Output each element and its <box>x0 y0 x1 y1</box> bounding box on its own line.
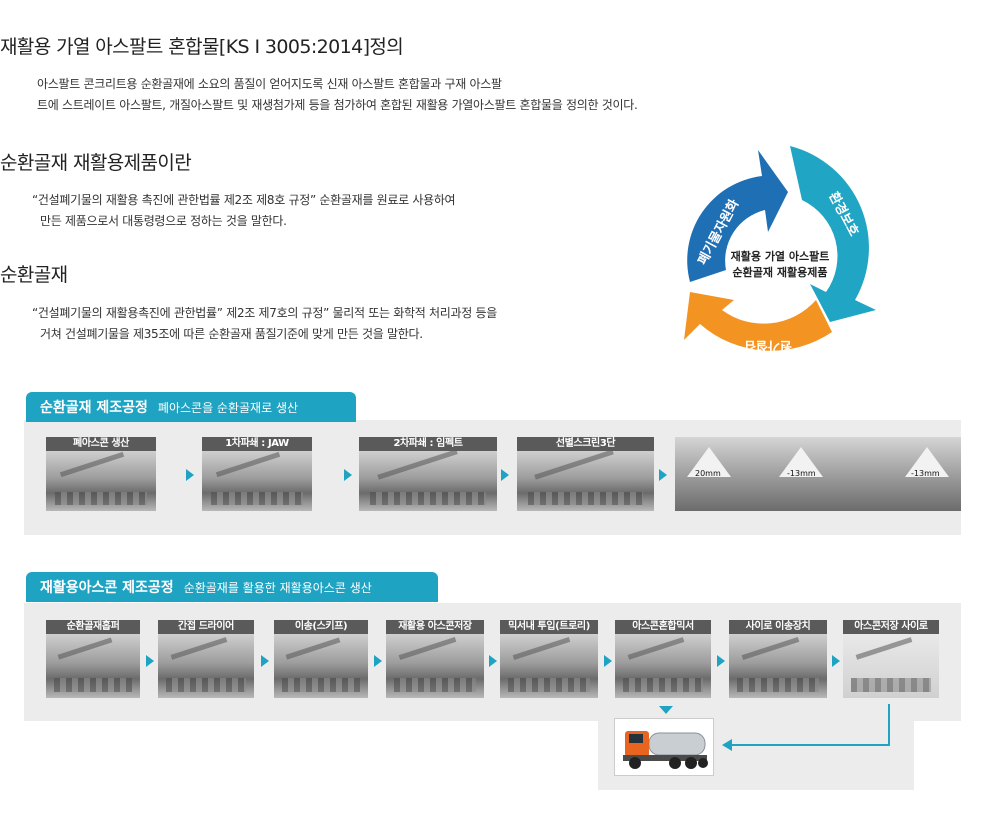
process2-step-image <box>615 634 711 698</box>
process2-step-image <box>158 634 254 698</box>
process1-step-image <box>359 451 497 511</box>
arrow-left-icon <box>722 739 732 751</box>
recycled-product-line1: “건설폐기물의 재활용 촉진에 관한법률 제2조 제8호 규정” 순환골재를 원… <box>32 193 456 207</box>
process1-tab: 순환골재 제조공정 폐아스콘을 순환골재로 생산 <box>26 392 356 422</box>
arrow-right-icon <box>186 469 194 481</box>
truck-image <box>614 718 714 776</box>
process2-step-image <box>843 634 939 698</box>
process2-step-label: 사이로 이송장치 <box>729 620 827 634</box>
recycled-product-title: 순환골재 재활용제품이란 <box>0 152 192 174</box>
process1-step: 폐아스콘 생산 <box>46 437 156 511</box>
process2-step: 이송(스키프) <box>274 620 368 698</box>
arrow-right-icon <box>261 655 269 667</box>
process2-step-image <box>500 634 598 698</box>
cycle-center-line2: 순환골재 재활용제품 <box>733 265 828 279</box>
process2-step-image <box>46 634 140 698</box>
connector-line <box>732 744 890 746</box>
cycle-center-line1: 재활용 가열 아스팔트 <box>731 249 830 263</box>
screen-size-image: 20mm -13mm -13mm <box>675 437 961 511</box>
recycled-product-line2: 만든 제품으로서 대통령령으로 정하는 것을 말한다. <box>40 214 287 228</box>
arrow-right-icon <box>374 655 382 667</box>
process2-step-label: 아스콘저장 사이로 <box>843 620 939 634</box>
process2-step-label: 이송(스키프) <box>274 620 368 634</box>
process2-step: 아스콘저장 사이로 <box>843 620 939 698</box>
process1-step: 2차파쇄 : 임펙트 <box>359 437 497 511</box>
recycled-aggregate-line2: 거쳐 건설폐기물을 제35조에 따른 순환골재 품질기준에 맞게 만든 것을 말… <box>40 327 423 341</box>
process2-step: 사이로 이송장치 <box>729 620 827 698</box>
process1-step-label: 2차파쇄 : 임펙트 <box>359 437 497 451</box>
process1-title: 순환골재 제조공정 <box>40 400 148 416</box>
process2-step: 순환골재홉퍼 <box>46 620 140 698</box>
process2-step-image <box>386 634 484 698</box>
process2-step-label: 순환골재홉퍼 <box>46 620 140 634</box>
process2-step: 믹서내 투입(트로리) <box>500 620 598 698</box>
arrow-right-icon <box>832 655 840 667</box>
screen-size-label: -13mm <box>911 469 940 478</box>
arrow-right-icon <box>146 655 154 667</box>
arrow-right-icon <box>604 655 612 667</box>
process2-step-image <box>729 634 827 698</box>
arrow-right-icon <box>501 469 509 481</box>
definition-line1: 아스팔트 콘크리트용 순환골재에 소요의 품질이 얻어지도록 신재 아스팔트 혼… <box>37 77 502 91</box>
arrow-right-icon <box>717 655 725 667</box>
process1-step-image <box>46 451 156 511</box>
cycle-segment-teal <box>790 146 876 322</box>
definition-line2: 트에 스트레이트 아스팔트, 개질아스팔트 및 재생첨가제 등을 첨가하여 혼합… <box>37 98 638 112</box>
process1-step-image <box>202 451 312 511</box>
process2-step-label: 간접 드라이어 <box>158 620 254 634</box>
process2-step-label: 믹서내 투입(트로리) <box>500 620 598 634</box>
process2-step: 재활용 아스콘저장 <box>386 620 484 698</box>
process1-step-label: 폐아스콘 생산 <box>46 437 156 451</box>
screen-size-label: -13mm <box>787 469 816 478</box>
process2-title: 재활용아스콘 제조공정 <box>40 580 174 596</box>
cycle-segment-orange <box>684 292 832 351</box>
arrow-right-icon <box>344 469 352 481</box>
process1-step-label: 1차파쇄 : JAW <box>202 437 312 451</box>
arrow-right-icon <box>659 469 667 481</box>
process1-step-label: 선별스크린3단 <box>517 437 654 451</box>
screen-triangle <box>687 447 731 477</box>
process1-step-image <box>517 451 654 511</box>
process2-subtitle: 순환골재를 활용한 재활용아스콘 생산 <box>183 580 372 595</box>
arrow-right-icon <box>489 655 497 667</box>
connector-line <box>888 704 890 746</box>
screen-size-label: 20mm <box>695 469 721 478</box>
screen-triangle <box>905 447 949 477</box>
cycle-segment-blue <box>687 150 788 282</box>
process2-step-label: 아스콘혼합믹서 <box>615 620 711 634</box>
arrow-down-icon <box>659 706 673 714</box>
recycled-aggregate-line1: “건설폐기물의 재활용촉진에 관한법률” 제2조 제7호의 규정” 물리적 또는… <box>32 306 497 320</box>
process2-step: 아스콘혼합믹서 <box>615 620 711 698</box>
process2-step-image <box>274 634 368 698</box>
recycling-cycle-diagram: 폐기물자원화 환경보호 원가절감 재활용 가열 아스팔트 순환골재 재활용제품 <box>684 146 876 353</box>
cycle-label-orange: 원가절감 <box>744 338 792 353</box>
process2-tab: 재활용아스콘 제조공정 순환골재를 활용한 재활용아스콘 생산 <box>26 572 438 602</box>
recycled-aggregate-title: 순환골재 <box>0 264 68 286</box>
process2-step: 간접 드라이어 <box>158 620 254 698</box>
process1-subtitle: 폐아스콘을 순환골재로 생산 <box>157 400 299 415</box>
process1-step: 1차파쇄 : JAW <box>202 437 312 511</box>
tanker-truck-icon <box>623 731 708 769</box>
process1-step: 선별스크린3단 <box>517 437 654 511</box>
process2-step-label: 재활용 아스콘저장 <box>386 620 484 634</box>
screen-triangle <box>779 447 823 477</box>
definition-title: 재활용 가열 아스팔트 혼합물[KS I 3005:2014]정의 <box>0 36 404 58</box>
